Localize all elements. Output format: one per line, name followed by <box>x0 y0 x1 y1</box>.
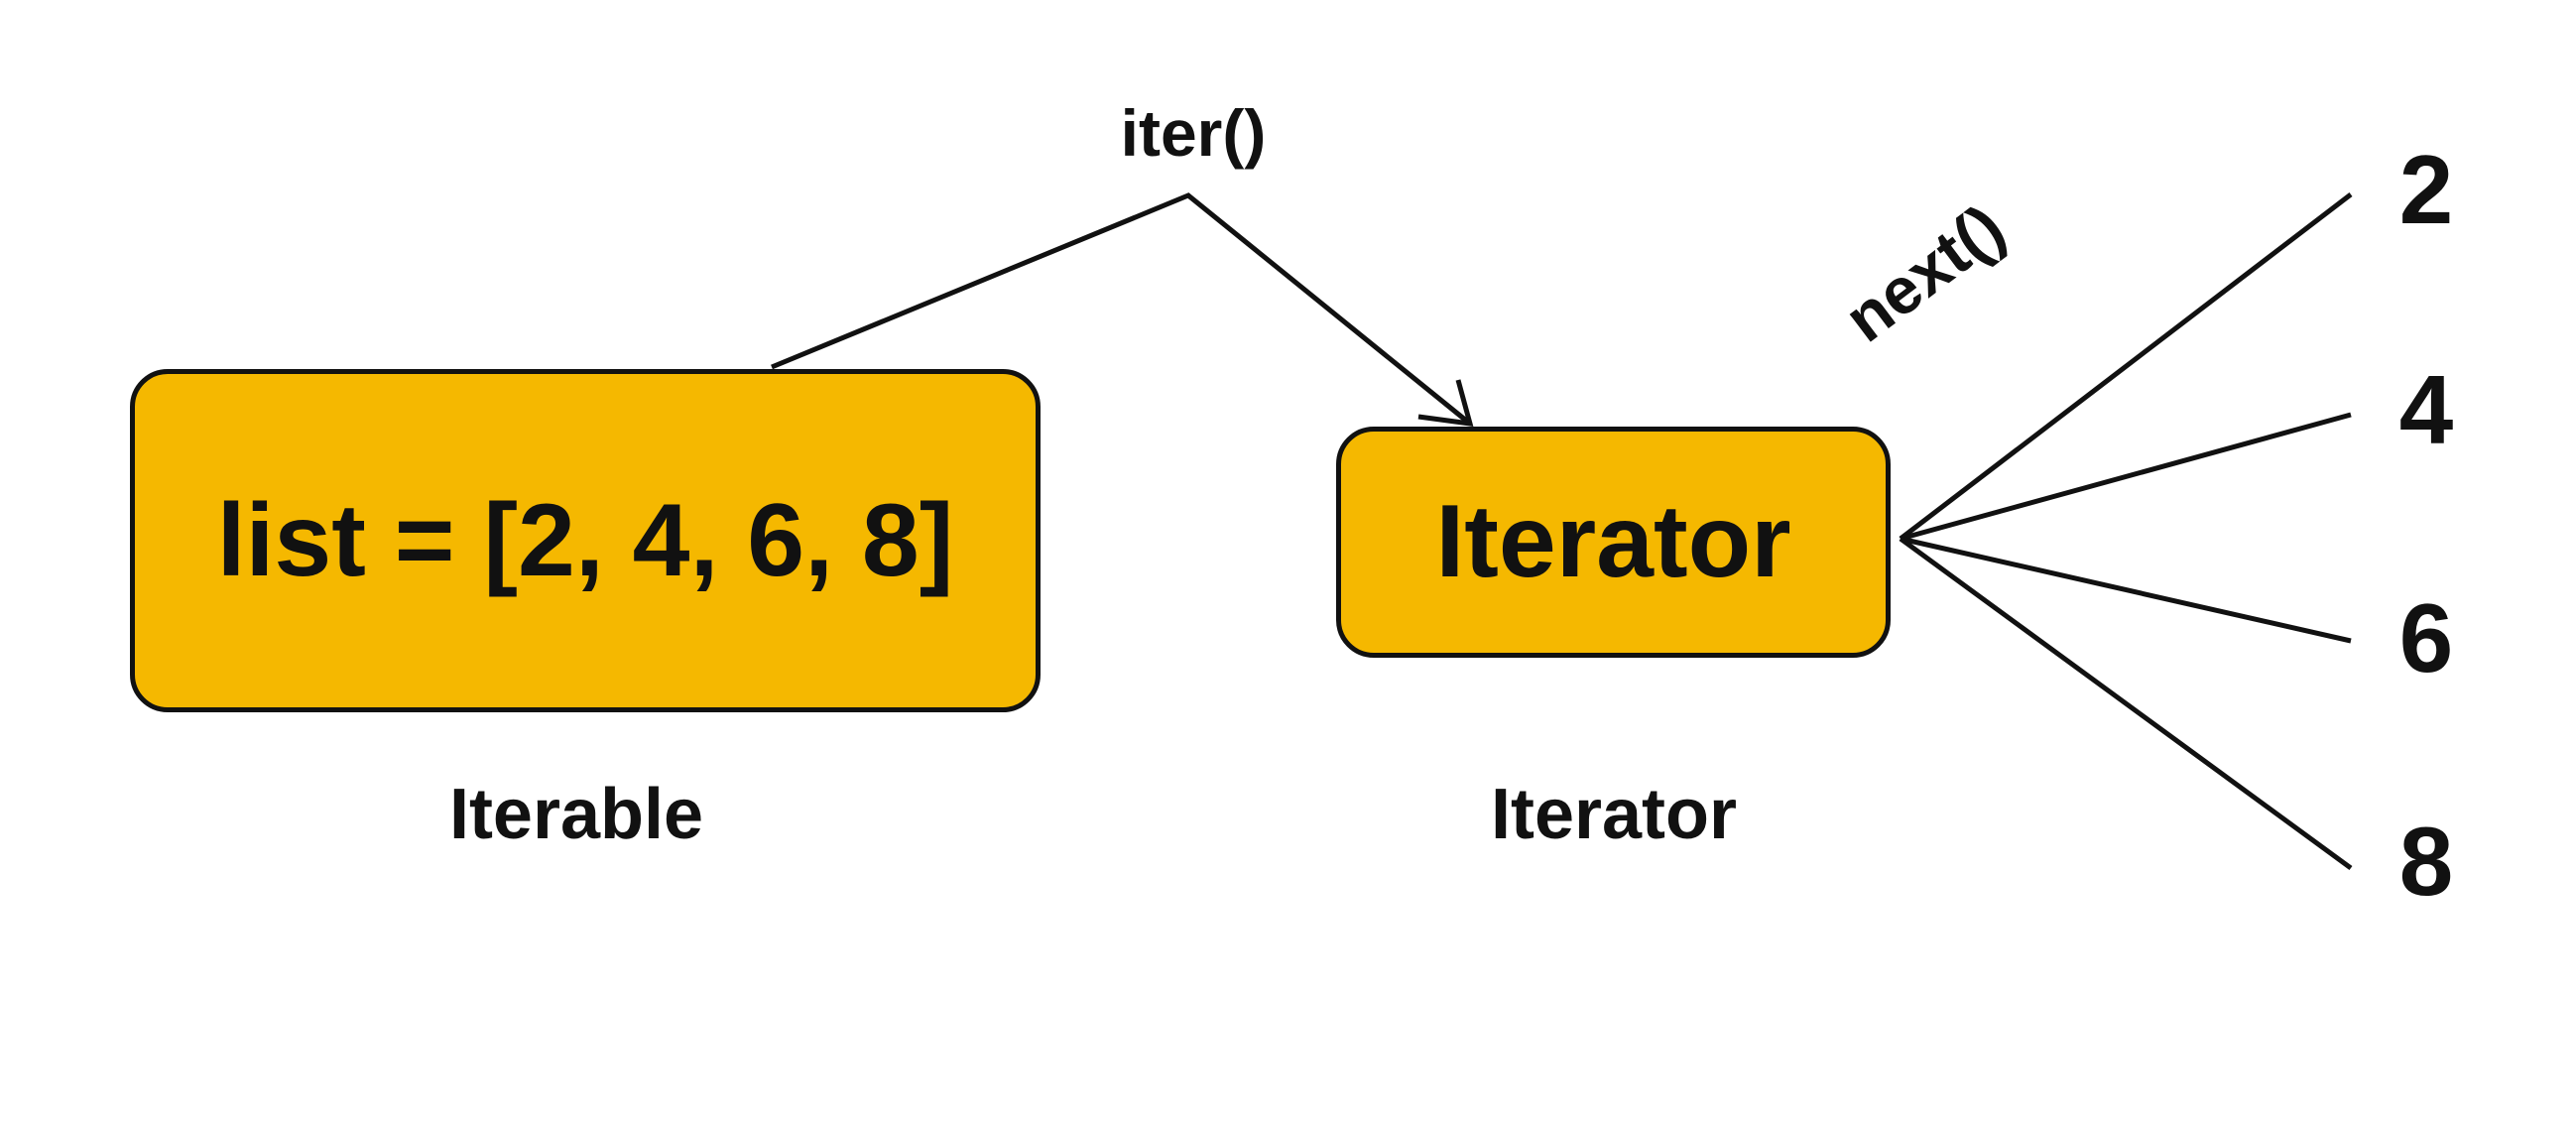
iterable-box: list = [2, 4, 6, 8] <box>130 369 1041 712</box>
next-line-2 <box>1899 192 2353 541</box>
iterable-code: list = [2, 4, 6, 8] <box>216 482 954 598</box>
iter-arrowhead <box>1417 379 1474 427</box>
iter-call-label: iter() <box>1120 96 1267 170</box>
value-2: 2 <box>2398 135 2454 244</box>
value-6: 6 <box>2398 583 2454 692</box>
iterator-caption: Iterator <box>1490 775 1738 854</box>
iterator-box: Iterator <box>1336 427 1891 658</box>
iterable-caption: Iterable <box>448 775 704 854</box>
next-line-4 <box>1900 412 2352 542</box>
value-8: 8 <box>2398 807 2454 916</box>
iterator-box-label: Iterator <box>1435 484 1791 599</box>
next-line-8 <box>1899 536 2353 871</box>
value-4: 4 <box>2398 355 2454 464</box>
next-line-6 <box>1900 536 2352 644</box>
iter-arrow-line <box>771 192 1472 426</box>
